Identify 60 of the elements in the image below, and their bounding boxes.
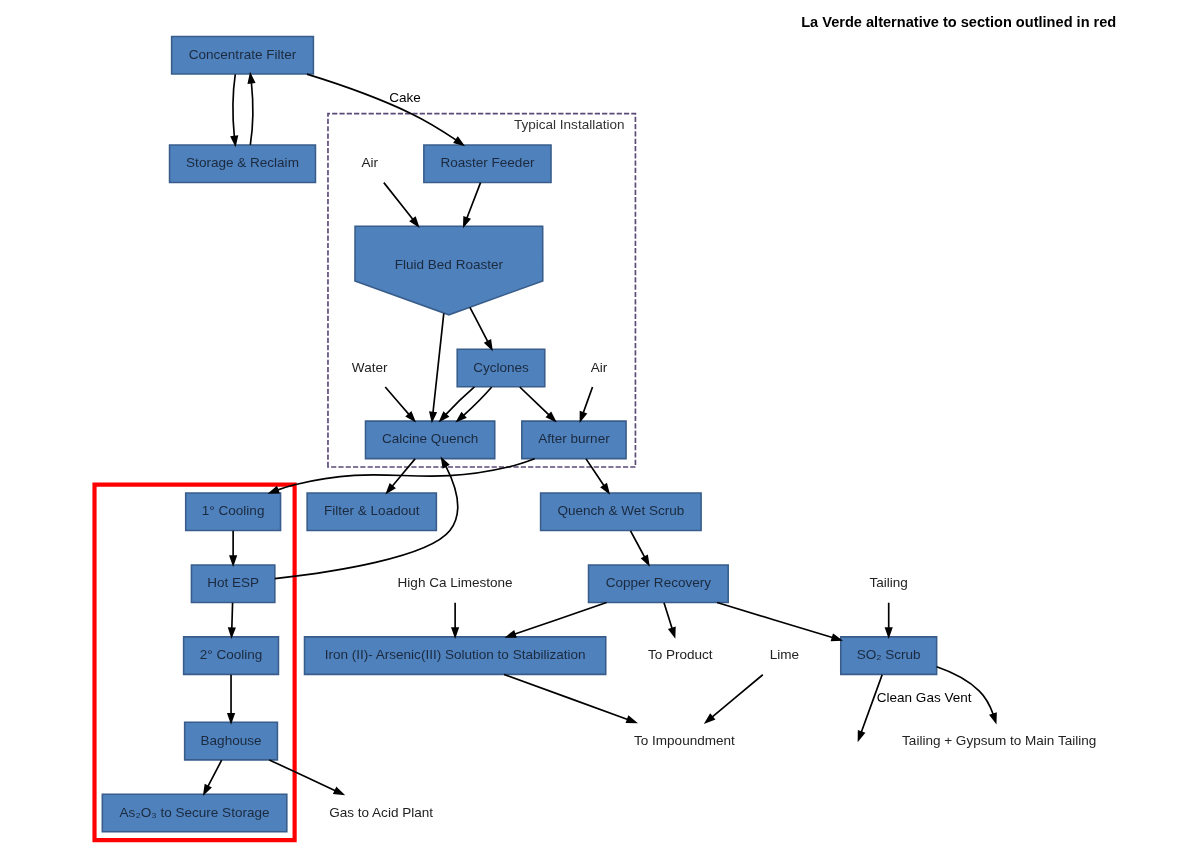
arrow	[935, 665, 997, 725]
node-text: Tailing + Gypsum to Main Tailing	[901, 732, 1096, 748]
arrow	[267, 457, 535, 494]
arrow	[462, 181, 481, 229]
arrow	[267, 759, 345, 796]
arrow	[629, 530, 650, 567]
arrow	[503, 601, 607, 638]
node-box: As₂O₃ to Secure Storage	[101, 793, 288, 833]
arrow	[703, 673, 764, 724]
node-text: Water	[351, 359, 387, 375]
arrow	[202, 759, 222, 797]
diagram-title: La Verde alternative to section outlined in red	[800, 14, 1116, 31]
node-text: Lime	[769, 647, 799, 663]
arrow	[438, 386, 475, 423]
arrow	[229, 73, 238, 148]
node-box: Baghouse	[183, 721, 278, 761]
arrow	[884, 601, 893, 639]
node-box: After burner	[520, 420, 627, 460]
node-text: Air	[590, 359, 607, 375]
arrow	[502, 673, 638, 724]
arrow	[246, 71, 256, 146]
node-box: Concentrate Filter	[170, 35, 314, 75]
edge-label: Cake	[388, 89, 421, 105]
arrow	[857, 673, 883, 743]
arrow	[468, 306, 493, 352]
node-box: Filter & Loadout	[305, 492, 437, 532]
arrow	[383, 386, 416, 423]
node-text: To Impoundment	[633, 732, 735, 748]
node-text: High Ca Limestone	[397, 575, 513, 591]
arrow	[228, 530, 237, 568]
arrow	[273, 456, 458, 580]
node-box: 2° Cooling	[182, 636, 279, 676]
arrow	[518, 386, 557, 423]
node-box: Quench & Wet Scrub	[539, 492, 702, 532]
arrow	[454, 386, 493, 423]
node-text: Gas to Acid Plant	[328, 804, 433, 820]
arrow	[584, 458, 610, 495]
node-box: Copper Recovery	[587, 564, 729, 604]
arrow	[579, 386, 593, 424]
node-box: Storage & Reclaim	[168, 144, 316, 184]
arrow	[662, 601, 676, 639]
arrow	[715, 601, 843, 642]
arrow	[450, 601, 459, 639]
node-box: Calcine Quench	[364, 420, 495, 460]
node-box: Roaster Feeder	[422, 144, 552, 184]
arrow	[227, 601, 236, 639]
arrow	[382, 181, 420, 228]
node-box: 1° Cooling	[184, 492, 281, 532]
node-text: To Product	[647, 647, 713, 663]
arrow	[226, 673, 235, 725]
node-text: Air	[360, 155, 378, 171]
arrow	[384, 458, 416, 495]
node-box: Hot ESP	[190, 564, 276, 604]
edge-label: Clean Gas Vent	[876, 689, 972, 705]
arrow	[428, 312, 445, 424]
node-text: Tailing	[869, 575, 908, 591]
arrow	[305, 73, 465, 147]
node-box: SO₂ Scrub	[839, 636, 937, 676]
node-box: Cyclones	[455, 348, 546, 388]
node-box: Iron (II)- Arsenic(III) Solution to Stabilization	[303, 636, 606, 676]
